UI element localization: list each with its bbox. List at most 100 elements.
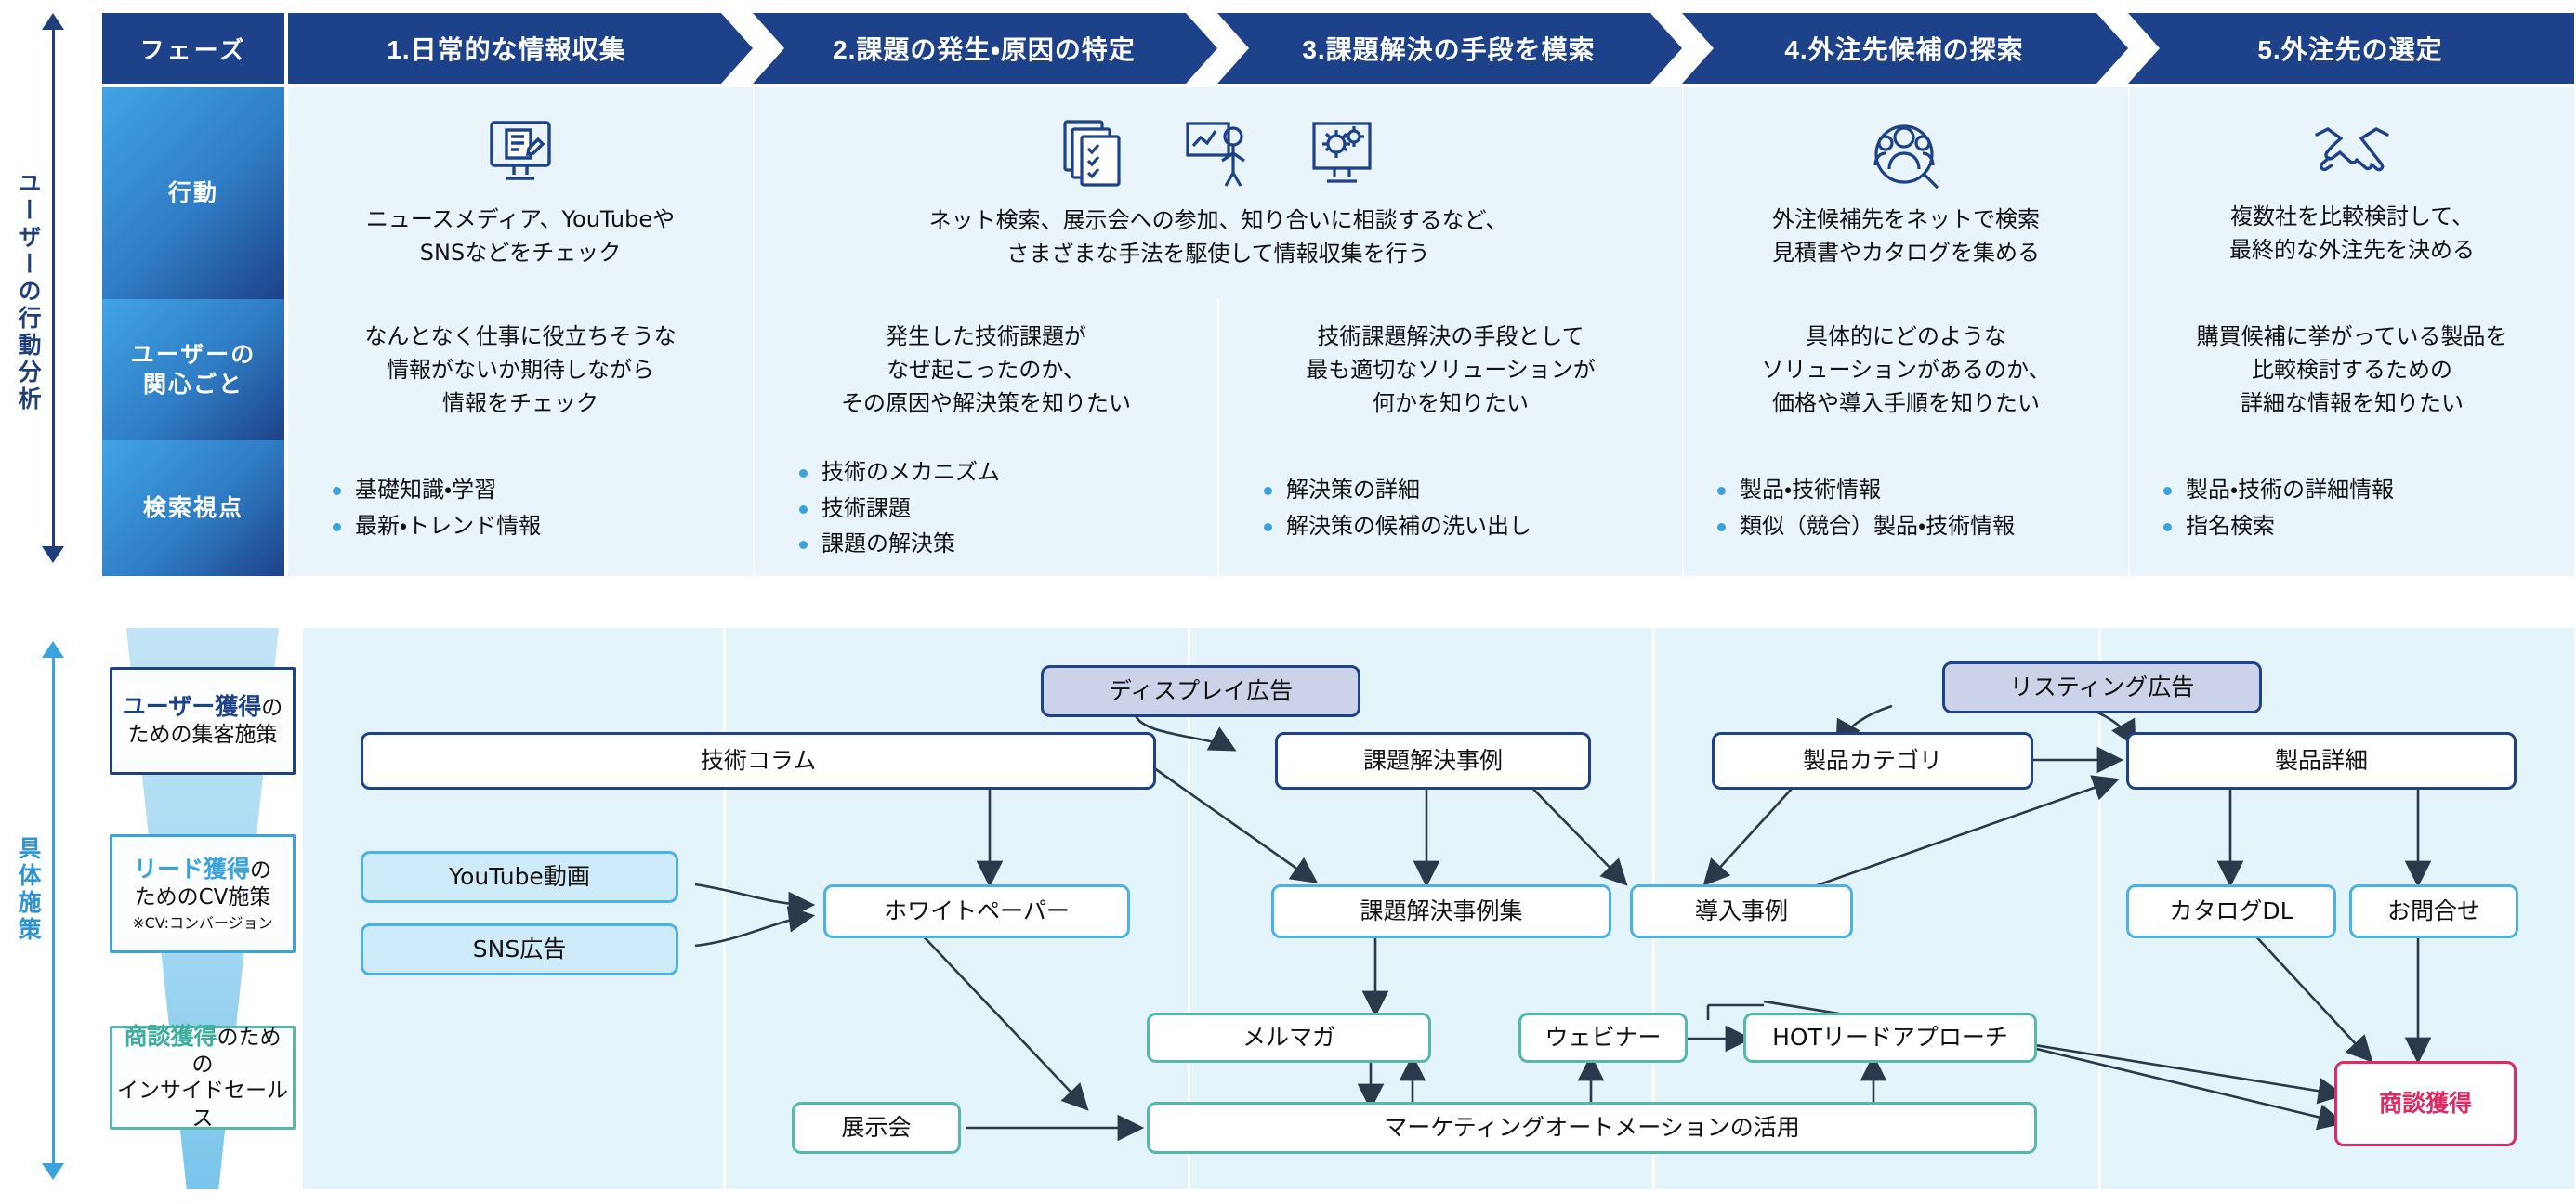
tactics-col-divider-1	[723, 628, 726, 1189]
documents-checklist-icon	[1063, 120, 1121, 187]
list-item: 製品・技術の詳細情報	[2162, 472, 2394, 508]
funnel-stage-1-strong: ユーザー獲得	[122, 693, 262, 721]
list-item: 最新・トレンド情報	[331, 508, 541, 544]
behavior-cell-2-3: ネット検索、展示会への参加、知り合いに相談するなど、さまざまな手法を駆使して情報…	[753, 87, 1682, 299]
node-youtube[interactable]: YouTube動画	[361, 851, 678, 903]
list-item: 指名検索	[2162, 508, 2394, 544]
monitor-document-icon	[490, 121, 551, 180]
perspective-list-2: 技術のメカニズム 技術課題 課題の解決策	[797, 454, 1000, 563]
funnel-stage-2-note: ※CV:コンバージョン	[132, 913, 273, 932]
list-item: 類似（競合）製品・技術情報	[1715, 508, 2015, 544]
interest-cell-1: なんとなく仕事に役立ちそうな情報がないか期待しながら情報をチェック	[288, 299, 753, 440]
perspective-cell-4: 製品・技術情報 類似（競合）製品・技術情報	[1682, 440, 2128, 576]
phase-chevron-5: 5.外注先の選定	[2128, 13, 2574, 84]
node-listing-ad[interactable]: リスティング広告	[1942, 661, 2262, 713]
funnel-stage-2-strong: リード獲得	[133, 856, 250, 883]
icon-group-2	[1059, 116, 1377, 190]
node-display-ad[interactable]: ディスプレイ広告	[1041, 665, 1360, 717]
user-behavior-axis: ユーザーの行動分析	[0, 13, 102, 563]
axis-label-user-behavior: ユーザーの行動分析	[15, 171, 41, 413]
funnel-stage-deal-acquisition: 商談獲得のための インサイドセールス	[110, 1023, 296, 1132]
funnel-column: ユーザー獲得の ための集客施策 リード獲得の ためのCV施策 ※CV:コンバージ…	[102, 628, 303, 1189]
tactics-axis-arrow-down-icon	[42, 1163, 64, 1180]
list-item: 解決策の詳細	[1262, 472, 1531, 508]
monitor-gears-icon	[1312, 122, 1372, 183]
node-tech-column[interactable]: 技術コラム	[361, 732, 1156, 790]
interest-cell-3: 技術課題解決の手段として最も適切なソリューションが何かを知りたい	[1217, 299, 1682, 440]
row-label-search-perspective: 検索視点	[102, 440, 284, 576]
tactics-axis: 具体施策	[0, 641, 102, 1180]
perspective-cell-2: 技術のメカニズム 技術課題 課題の解決策	[753, 440, 1217, 576]
funnel-stage-1-line2: ための集客施策	[127, 722, 278, 747]
node-case-collection[interactable]: 課題解決事例集	[1271, 884, 1611, 938]
list-item: 基礎知識・学習	[331, 472, 541, 508]
node-deal[interactable]: 商談獲得	[2334, 1061, 2517, 1146]
interest-text-2: 発生した技術課題がなぜ起こったのか、その原因や解決策を知りたい	[841, 323, 1131, 416]
behavior-text-5: 複数社を比較検討して、最終的な外注先を決める	[2229, 203, 2475, 263]
icon-group-5	[2309, 120, 2395, 187]
icon-group-1	[486, 117, 555, 190]
node-mailmaga[interactable]: メルマガ	[1147, 1013, 1431, 1063]
interest-text-4: 具体的にどのようなソリューションがあるのか、価格や導入手順を知りたい	[1761, 323, 2051, 416]
funnel-stage-1-line1: ユーザー獲得の	[123, 692, 283, 722]
perspective-cell-5: 製品・技術の詳細情報 指名検索	[2128, 440, 2574, 576]
tactics-axis-line	[52, 656, 55, 1165]
node-marketing-automation[interactable]: マーケティングオートメーションの活用	[1147, 1102, 2037, 1154]
node-catalog-dl[interactable]: カタログDL	[2126, 884, 2336, 938]
phase-header-row: フェーズ 1.日常的な情報収集 2.課題の発生・原因の特定 3.課題解決の手段を…	[102, 13, 2574, 84]
axis-line	[52, 28, 55, 548]
axis-arrow-up-icon	[42, 13, 64, 30]
funnel-stage-3-suffix: のための	[191, 1025, 282, 1077]
node-webinar[interactable]: ウェビナー	[1518, 1013, 1688, 1063]
perspective-list-1: 基礎知識・学習 最新・トレンド情報	[331, 472, 541, 544]
list-item: 技術課題	[797, 491, 1000, 527]
funnel-stage-2-suffix: の	[250, 858, 271, 883]
node-product-detail[interactable]: 製品詳細	[2126, 732, 2517, 790]
node-exhibition[interactable]: 展示会	[792, 1102, 961, 1154]
interest-text-3: 技術課題解決の手段として最も適切なソリューションが何かを知りたい	[1306, 323, 1596, 416]
list-item: 解決策の候補の洗い出し	[1262, 508, 1531, 544]
presenter-chart-icon	[1186, 122, 1245, 187]
list-item: 製品・技術情報	[1715, 472, 2015, 508]
node-hot-lead[interactable]: HOTリードアプローチ	[1743, 1013, 2037, 1063]
row-search-perspective: 検索視点 基礎知識・学習 最新・トレンド情報 技術のメカニズム 技術課題 課題の…	[102, 440, 2574, 576]
row-interest: ユーザーの関心ごと なんとなく仕事に役立ちそうな情報がないか期待しながら情報をチ…	[102, 299, 2574, 440]
interest-text-5: 購買候補に挙がっている製品を比較検討するための詳細な情報を知りたい	[2196, 323, 2508, 416]
list-item: 課題の解決策	[797, 526, 1000, 562]
tactics-col-divider-4	[2098, 628, 2101, 1189]
node-sns-ad[interactable]: SNS広告	[361, 923, 678, 975]
phase-chevron-1: 1.日常的な情報収集	[288, 13, 753, 84]
perspective-cell-1: 基礎知識・学習 最新・トレンド情報	[288, 440, 753, 576]
row-label-behavior: 行動	[102, 87, 284, 299]
behavior-cell-4: 外注候補先をネットで検索見積書やカタログを集める	[1682, 87, 2128, 299]
behavior-cell-5: 複数社を比較検討して、最終的な外注先を決める	[2128, 87, 2574, 299]
axis-arrow-down-icon	[42, 546, 64, 563]
interest-text-1: なんとなく仕事に役立ちそうな情報がないか期待しながら情報をチェック	[364, 323, 677, 416]
node-contact[interactable]: お問合せ	[2349, 884, 2518, 938]
funnel-stage-3-line2: インサイドセールス	[117, 1079, 288, 1132]
funnel-stage-2-line1: リード獲得の	[134, 855, 271, 884]
perspective-list-3: 解決策の詳細 解決策の候補の洗い出し	[1262, 472, 1531, 544]
funnel-stage-3-line1: 商談獲得のための	[116, 1022, 289, 1079]
funnel-stage-3-strong: 商談獲得	[124, 1022, 217, 1050]
interest-cell-4: 具体的にどのようなソリューションがあるのか、価格や導入手順を知りたい	[1682, 299, 2128, 440]
list-item: 技術のメカニズム	[797, 454, 1000, 491]
node-whitepaper[interactable]: ホワイトペーパー	[823, 884, 1130, 938]
axis-label-tactics: 具体施策	[15, 836, 41, 944]
funnel-stage-2-line2: ためのCV施策	[134, 884, 271, 910]
phase-chevron-2: 2.課題の発生・原因の特定	[753, 13, 1217, 84]
perspective-cell-3: 解決策の詳細 解決策の候補の洗い出し	[1217, 440, 1682, 576]
handshake-icon	[2315, 127, 2389, 172]
phase-chevron-3: 3.課題解決の手段を模索	[1217, 13, 1682, 84]
interest-cell-2: 発生した技術課題がなぜ起こったのか、その原因や解決策を知りたい	[753, 299, 1217, 440]
interest-cell-5: 購買候補に挙がっている製品を比較検討するための詳細な情報を知りたい	[2128, 299, 2574, 440]
icon-group-4	[1867, 117, 1945, 190]
tactics-axis-arrow-up-icon	[42, 641, 64, 658]
node-product-category[interactable]: 製品カテゴリ	[1712, 732, 2033, 790]
node-intro-case[interactable]: 導入事例	[1630, 884, 1853, 938]
behavior-text-2-3: ネット検索、展示会への参加、知り合いに相談するなど、さまざまな手法を駆使して情報…	[928, 207, 1508, 267]
node-case-study[interactable]: 課題解決事例	[1275, 732, 1591, 790]
